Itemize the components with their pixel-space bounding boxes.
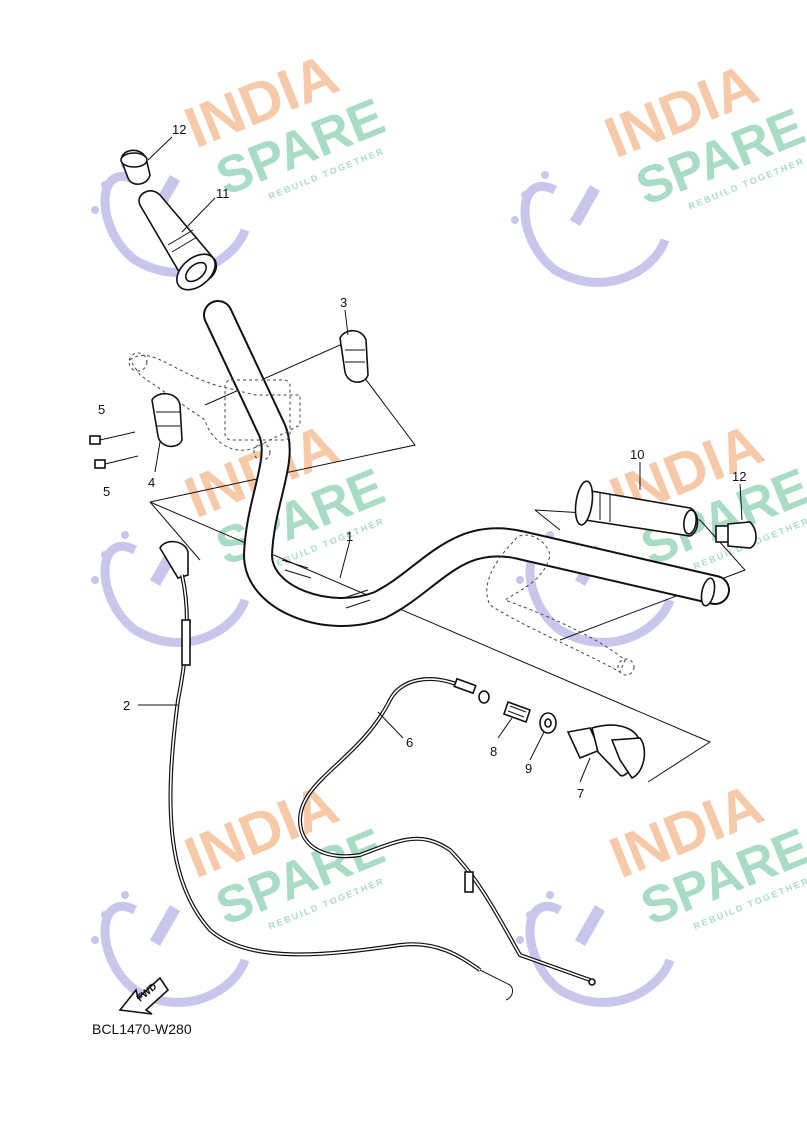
watermark-bottom-left: INDIA SPARE REBUILD TOGETHER xyxy=(91,771,392,1007)
left-grip xyxy=(138,190,218,291)
right-grip-end xyxy=(715,521,757,549)
callout-12-right: 12 xyxy=(732,469,746,484)
callout-7: 7 xyxy=(577,786,584,801)
callout-12-top: 12 xyxy=(172,122,186,137)
callout-leaders xyxy=(138,136,743,783)
locknut-9 xyxy=(539,712,557,734)
throttle-grip-7 xyxy=(566,724,646,780)
holder-4 xyxy=(151,392,183,448)
brake-lever-ghost xyxy=(486,534,635,676)
callout-2: 2 xyxy=(123,698,130,713)
diagram-code: BCL1470-W280 xyxy=(92,1021,192,1037)
callout-5-upper: 5 xyxy=(98,402,105,417)
wrench-icon xyxy=(511,171,670,287)
callout-8: 8 xyxy=(490,744,497,759)
callout-labels: 12 11 3 5 5 4 1 2 10 12 6 8 9 7 xyxy=(98,122,746,801)
holder-3 xyxy=(339,329,369,383)
watermark-top-right: INDIA SPARE REBUILD TOGETHER xyxy=(511,51,807,287)
callout-9: 9 xyxy=(525,761,532,776)
clutch-lever-ghost xyxy=(128,352,301,461)
callout-3: 3 xyxy=(340,295,347,310)
handlebar xyxy=(203,300,730,627)
callout-1: 1 xyxy=(346,529,353,544)
callout-11: 11 xyxy=(216,186,230,201)
left-grip-end xyxy=(120,149,151,185)
callout-5-lower: 5 xyxy=(103,484,110,499)
clutch-cable xyxy=(159,540,514,1001)
screw-5-lower xyxy=(94,455,139,469)
throttle-cable xyxy=(297,677,596,986)
screw-5-upper xyxy=(89,431,136,445)
callout-10: 10 xyxy=(630,447,644,462)
adjuster-bolt-8 xyxy=(478,690,532,724)
callout-6: 6 xyxy=(406,735,413,750)
right-grip xyxy=(574,480,699,537)
wrench-icon xyxy=(516,891,675,1007)
callout-4: 4 xyxy=(148,475,155,490)
